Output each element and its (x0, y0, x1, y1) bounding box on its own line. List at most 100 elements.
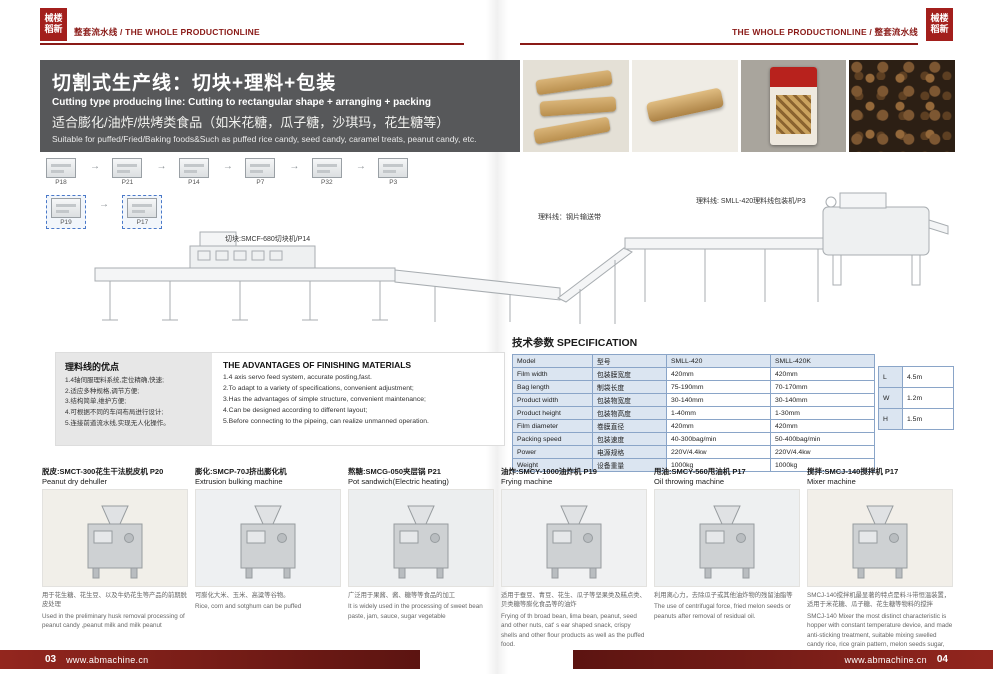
arrow-right-icon: → (355, 161, 366, 172)
machine-card: 搅拌:SMCJ-140搅拌机 P17 Mixer machine SMCJ-14… (807, 466, 953, 659)
spec-param-en: Product width (512, 393, 593, 407)
flow-page-label: P17 (136, 219, 149, 226)
machine-name-zh: 脱皮:SMCT-300花生干法脱皮机 P20 (42, 467, 164, 476)
product-photo-strip (523, 60, 955, 152)
spec-row: Bag length 制袋长度 75-190mm 70-170mm (512, 380, 875, 394)
website-url-left[interactable]: www.abmachine.cn (66, 654, 149, 665)
spec-param-en: Weight (512, 458, 593, 472)
spec-header-cell: SMLL-420 (666, 354, 771, 368)
dimension-value: 1.2m (902, 387, 954, 409)
production-line-diagram: P18 → P21 → P14 → P7 → (40, 152, 955, 340)
website-url-right[interactable]: www.abmachine.cn (844, 654, 927, 665)
flow-page-label: P7 (256, 179, 265, 186)
advantages-en: THE ADVANTAGES OF FINISHING MATERIALS 1.… (212, 353, 504, 445)
spec-param-en: Film diameter (512, 419, 593, 433)
dimension-key: W (878, 387, 903, 409)
logo-text-bottom: 稻新 (44, 24, 63, 34)
nut-texture (849, 60, 955, 152)
banner-subtitle-zh: 适合膨化/油炸/烘烤类食品（如米花糖，瓜子糖，沙琪玛，花生糖等） (52, 115, 450, 130)
line-drawing (94, 192, 949, 324)
spec-row: Film diameter 卷膜直径 420mm 420mm (512, 419, 875, 433)
machine-photo (195, 489, 341, 587)
spec-param-en: Bag length (512, 380, 593, 394)
logo-text-top: 械楼 (930, 13, 949, 23)
machine-photo (807, 489, 953, 587)
machine-silhouette (699, 505, 755, 579)
page-number-left: 03 (45, 654, 57, 665)
spec-row: Product height 包装物高度 1-40mm 1-30mm (512, 406, 875, 420)
machine-photo (501, 489, 647, 587)
dimension-key: L (878, 366, 903, 388)
diagram-label-packing: 理料线: SMLL-420理料线包装机/P3 (696, 198, 806, 205)
spec-param-en: Power (512, 445, 593, 459)
flow-thumbnail: P21 → (112, 158, 166, 186)
cereal-bar (532, 116, 611, 145)
machine-name-zh: 油炸:SMCY-1000油炸机 P19 (501, 467, 597, 476)
arrow-right-icon: → (90, 161, 100, 172)
photo-nut-bar (849, 60, 955, 152)
advantage-item: 4.Can be designed according to different… (223, 406, 368, 414)
spec-value-1: 220V/4.4kw (666, 445, 771, 459)
machine-desc-en: Rice, corn and sotghum can be puffed (195, 603, 302, 611)
machine-name-en: Frying machine (501, 477, 553, 486)
machine-name-zh: 膨化:SMCP-70J挤出膨化机 (195, 467, 287, 476)
advantage-item: 4.可根据不同的车间布局进行设计; (65, 409, 164, 417)
spec-row: Product width 包装物宽度 30-140mm 30-140mm (512, 393, 875, 407)
banner-title-zh: 切割式生产线：切块+理料+包装 (52, 73, 337, 94)
photo-single-bar (631, 60, 738, 152)
machine-desc-zh: 可膨化大米、玉米、高粱等谷物。 (195, 592, 290, 599)
flow-page-label: P21 (121, 179, 134, 186)
machine-icon (51, 198, 81, 218)
photo-cereal-bars (523, 60, 629, 152)
machine-name-en: Extrusion bulking machine (195, 477, 283, 486)
machine-silhouette (393, 505, 449, 579)
header-rule-right (520, 43, 918, 45)
machine-desc-zh: 适用于蚕豆、青豆、花生、瓜子等坚果类及糕点类、贝类糖等膨化食品等的油炸 (501, 592, 646, 609)
spec-dimensions-table: L 4.5m W 1.2m H 1.5m (878, 366, 954, 430)
machine-name-zh: 搅拌:SMCJ-140搅拌机 P17 (807, 467, 899, 476)
flow-row-2: P19 → P17 → (46, 195, 440, 229)
arrow-right-icon: → (289, 161, 300, 172)
spec-value-2: 30-140mm (770, 393, 875, 407)
banner-subtitle-en: Suitable for puffed/Fried/Baking foods&S… (52, 134, 477, 144)
machine-name-en: Pot sandwich(Electric heating) (348, 477, 449, 486)
spec-value-2: 1000kg (770, 458, 875, 472)
machines-row: 脱皮:SMCT-300花生干法脱皮机 P20 Peanut dry dehull… (42, 466, 955, 659)
spec-value-1: 420mm (666, 419, 771, 433)
machine-card: 膨化:SMCP-70J挤出膨化机 Extrusion bulking machi… (195, 466, 341, 659)
dimension-row: H 1.5m (878, 408, 954, 430)
spec-title: 技术参数 SPECIFICATION (512, 335, 955, 350)
advantages-en-title: THE ADVANTAGES OF FINISHING MATERIALS (223, 360, 412, 370)
spec-value-1: 40-300bag/min (666, 432, 771, 446)
spec-param-en: Packing speed (512, 432, 593, 446)
flow-row-1: P18 → P21 → P14 → P7 → (46, 158, 440, 186)
machine-icon (245, 158, 276, 178)
machine-desc-en: The use of centrifugal force, fried melo… (654, 603, 791, 620)
specification-section: 技术参数 SPECIFICATION Model 型号 SMLL-420 SML… (512, 335, 955, 472)
spec-row: Weight 设备重量 1000kg 1000kg (512, 458, 875, 472)
title-banner: 切割式生产线：切块+理料+包装 Cutting type producing l… (40, 60, 520, 152)
arrow-right-icon: → (222, 161, 233, 172)
advantage-item: 1.4 axis servo feed system, accurate pos… (223, 374, 372, 381)
advantage-item: 5.连接前道流水线,实现无人化操作。 (65, 419, 170, 427)
machine-photo (348, 489, 494, 587)
dimension-row: W 1.2m (878, 387, 954, 409)
spec-value-2: 70-170mm (770, 380, 875, 394)
spec-param-zh: 包装物高度 (592, 406, 667, 420)
snack-package (770, 67, 817, 145)
spec-value-1: 420mm (666, 367, 771, 381)
machine-icon (178, 158, 209, 178)
spec-table: Model 型号 SMLL-420 SMLL-420K Film width 包… (512, 354, 875, 472)
footer-left: 03 www.abmachine.cn (0, 650, 420, 669)
spec-value-1: 1000kg (666, 458, 771, 472)
advantages-zh-title: 理料线的优点 (65, 362, 120, 372)
spec-value-2: 420mm (770, 367, 875, 381)
machine-card: 熬糖:SMCG-050夹层锅 P21 Pot sandwich(Electric… (348, 466, 494, 659)
brand-logo-left: 械楼 稻新 (40, 8, 67, 41)
machine-name-zh: 熬糖:SMCG-050夹层锅 P21 (348, 467, 441, 476)
machine-desc-zh: 利用离心力，去除瓜子或其他油炸物的残留油脂等 (654, 592, 793, 599)
flow-page-label: P14 (188, 179, 200, 186)
dimension-value: 4.5m (902, 366, 954, 388)
spec-param-zh: 制袋长度 (592, 380, 667, 394)
machine-name-en: Oil throwing machine (654, 477, 725, 486)
